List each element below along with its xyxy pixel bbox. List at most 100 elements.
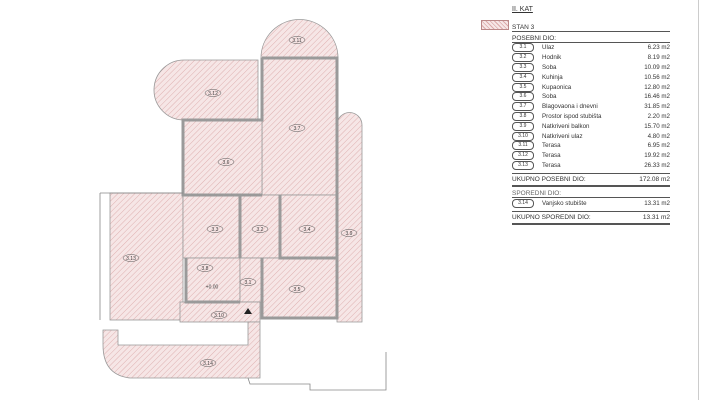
room-number: 3.13 (512, 160, 534, 170)
posebni-total-row: UKUPNO POSEBNI DIO: 172.08 m2 (512, 173, 670, 188)
sporedni-total-value: 13.31 m2 (642, 214, 670, 222)
room-name: Natkriveni balkon (542, 122, 590, 130)
room-area: 6.95 m2 (647, 142, 670, 150)
room-tag (288, 36, 306, 44)
room-number: 3.4 (512, 72, 534, 82)
room-area: 12.80 m2 (644, 83, 670, 91)
room-tag-label: 3.10 (214, 313, 224, 319)
room-area: 8.19 m2 (647, 54, 670, 62)
room-number: 3.6 (512, 92, 534, 102)
room-tag (217, 158, 235, 166)
room-tag-label: 3.3 (212, 227, 219, 233)
room-tag-label: 3.4 (304, 227, 311, 233)
room-area: 16.46 m2 (644, 93, 670, 101)
room-name: Kupaonica (542, 83, 572, 91)
room-tag (122, 254, 140, 262)
room-number: 3.12 (512, 151, 534, 161)
room-area: 26.33 m2 (644, 161, 670, 169)
room-name: Ulaz (542, 44, 555, 52)
room-number: 3.3 (512, 62, 534, 72)
legend-row: 3.1 Ulaz 6.23 m2 (512, 43, 670, 53)
floor-title: II. KAT (512, 6, 533, 13)
sporedni-total-row: UKUPNO SPOREDNI DIO: 13.31 m2 (512, 211, 670, 226)
room-3-6 (182, 119, 263, 196)
room-name: Soba (542, 93, 557, 101)
legend-row: 3.12 Terasa 19.92 m2 (512, 151, 670, 161)
room-area: 6.23 m2 (647, 44, 670, 52)
posebni-total-value: 172.08 m2 (639, 176, 670, 184)
room-tag (298, 225, 316, 233)
room-tag-label: 3.9 (346, 231, 353, 237)
room-tag-label: 3.5 (294, 287, 301, 293)
room-tag-label: 3.13 (126, 256, 136, 262)
room-area: 13.31 m2 (644, 199, 670, 207)
room-tag-label: 3.1 (245, 280, 252, 286)
legend-row: 3.10 Natkriveni ulaz 4.80 m2 (512, 131, 670, 141)
room-area: 15.70 m2 (644, 122, 670, 130)
room-name: Terasa (542, 161, 561, 169)
room-number: 3.10 (512, 131, 534, 141)
room-3-7 (261, 57, 338, 196)
room-3-14 (102, 321, 261, 379)
room-number: 3.7 (512, 102, 534, 112)
room-tag-label: 3.12 (208, 91, 218, 97)
sporedni-header: SPOREDNI DIO: (512, 187, 670, 199)
room-tag-label: 3.7 (294, 126, 301, 132)
legend-row: 3.4 Kuhinja 10.56 m2 (512, 72, 670, 82)
room-3-8 (185, 257, 241, 303)
room-tag-label: 3.8 (202, 266, 209, 272)
legend-swatch (481, 20, 509, 30)
room-tag (340, 229, 358, 237)
room-number: 3.2 (512, 53, 534, 63)
entrance-marker (244, 308, 252, 314)
room-number: 3.11 (512, 141, 534, 151)
room-name: Natkriveni ulaz (542, 132, 583, 140)
room-area: 10.56 m2 (644, 73, 670, 81)
room-number: 3.9 (512, 121, 534, 131)
room-tag-label: 3.14 (203, 361, 213, 367)
legend-row: 3.6 Soba 16.46 m2 (512, 92, 670, 102)
legend-row: 3.13 Terasa 26.33 m2 (512, 160, 670, 171)
room-3-4 (279, 194, 338, 259)
room-tag (288, 285, 306, 293)
room-tag-label: 3.11 (292, 38, 302, 44)
room-tag (288, 124, 306, 132)
sporedni-total-label: UKUPNO SPOREDNI DIO: (512, 214, 591, 222)
room-area: 31.85 m2 (644, 103, 670, 111)
room-3-9 (336, 112, 363, 323)
room-3-12 (153, 59, 259, 121)
legend-row: 3.2 Hodnik 8.19 m2 (512, 53, 670, 63)
room-name: Terasa (542, 152, 561, 160)
room-area: 19.92 m2 (644, 152, 670, 160)
room-tag (206, 225, 224, 233)
room-area: 4.80 m2 (647, 132, 670, 140)
room-name: Prostor ispod stubišta (542, 112, 602, 120)
room-tag (210, 311, 228, 319)
room-name: Vanjsko stubište (542, 199, 587, 207)
room-tag (251, 225, 269, 233)
room-tag (204, 89, 222, 97)
room-number: 3.8 (512, 111, 534, 121)
legend-row: 3.5 Kupaonica 12.80 m2 (512, 82, 670, 92)
room-name: Soba (542, 63, 557, 71)
posebni-total-label: UKUPNO POSEBNI DIO: (512, 176, 586, 184)
room-tag-label: 3.2 (257, 227, 264, 233)
legend-row: 3.9 Natkriveni balkon 15.70 m2 (512, 121, 670, 131)
room-name: Hodnik (542, 54, 562, 62)
posebni-header: POSEBNI DIO: (512, 32, 670, 43)
room-number: 3.1 (512, 43, 534, 53)
room-number: 3.5 (512, 82, 534, 92)
room-tag (196, 264, 214, 272)
room-name: Kuhinja (542, 73, 563, 81)
page-edge (698, 0, 699, 400)
room-tag (239, 278, 257, 286)
room-tag (199, 359, 217, 367)
level-mark: +0.00 (206, 284, 219, 290)
